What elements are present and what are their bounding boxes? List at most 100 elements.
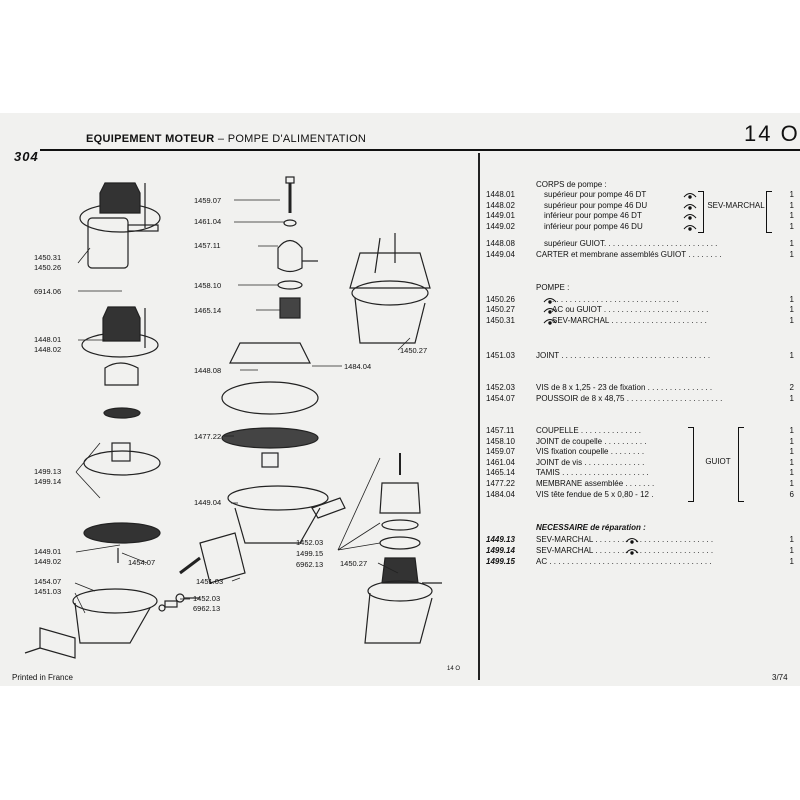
pump-assembly-top-left	[79, 182, 161, 269]
part-desc: TAMIS . . . . . . . . . . . . . . . . . …	[536, 468, 649, 477]
part-qty: 1	[789, 468, 794, 477]
part-desc: SEV-MARCHAL . . . . . . . . . . . . . . …	[536, 546, 714, 555]
part-code: 1484.04	[486, 490, 515, 499]
callout: 1452.03	[193, 594, 221, 603]
model-logo: 304	[14, 149, 39, 164]
callout: 1449.01	[34, 547, 62, 556]
callout: 1484.04	[344, 362, 372, 371]
part-desc: JOINT de coupelle . . . . . . . . . .	[536, 437, 647, 446]
part-desc: AC ou GUIOT . . . . . . . . . . . . . . …	[552, 305, 709, 314]
page-title: EQUIPEMENT MOTEUR – POMPE D'ALIMENTATION	[86, 133, 366, 145]
part-desc: JOINT . . . . . . . . . . . . . . . . . …	[536, 351, 711, 360]
callout: 1448.01	[34, 335, 62, 344]
part-qty: 1	[789, 190, 794, 199]
part-desc: supérieur pour pompe 46 DU	[544, 201, 648, 210]
callout: 1499.15	[296, 549, 324, 558]
part-code: 1449.02	[486, 222, 515, 231]
part-code: 1450.26	[486, 295, 515, 304]
part-qty: 1	[789, 479, 794, 488]
part-code: 1449.13	[486, 535, 515, 544]
callout: 1450.27	[400, 346, 428, 355]
part-code: 1477.22	[486, 479, 515, 488]
list-item: 1448.08 supérieur GUIOT. . . . . . . . . …	[486, 239, 796, 249]
part-qty: 1	[789, 351, 794, 360]
part-qty: 1	[789, 295, 794, 304]
part-qty: 1	[789, 305, 794, 314]
list-item: 1484.04 VIS tête fendue de 5 x 0,80 - 12 …	[486, 490, 796, 500]
callout: 6962.13	[193, 604, 221, 613]
part-desc: COUPELLE . . . . . . . . . . . . . .	[536, 426, 641, 435]
list-item: 1449.13 SEV-MARCHAL . . . . . . . . . . .…	[486, 535, 796, 545]
part-qty: 1	[789, 239, 794, 248]
callout: 1461.04	[194, 217, 222, 226]
part-qty: 1	[789, 250, 794, 259]
part-desc: JOINT de vis . . . . . . . . . . . . . .	[536, 458, 645, 467]
callout: 1449.02	[34, 557, 62, 566]
part-qty: 1	[789, 437, 794, 446]
list-item: 1477.22 MEMBRANE assemblée . . . . . . . 1	[486, 479, 796, 489]
part-qty: 1	[789, 201, 794, 210]
part-desc: CARTER et membrane assemblés GUIOT . . .…	[536, 250, 722, 259]
callout: 1465.14	[194, 306, 222, 315]
bracket	[698, 191, 704, 233]
part-qty: 1	[789, 394, 794, 403]
list-item: 1449.01 inférieur pour pompe 46 DT 1	[486, 211, 796, 221]
list-item: 1448.02 supérieur pour pompe 46 DU 1	[486, 201, 796, 211]
part-code: 1499.15	[486, 557, 515, 566]
bracket	[766, 191, 772, 233]
list-item: 1450.26 . . . . . . . . . . . . . . . . .…	[486, 295, 796, 305]
callout: 1458.10	[194, 281, 222, 290]
section-corps: CORPS de pompe :	[536, 180, 607, 189]
part-qty: 2	[789, 383, 794, 392]
part-code: 1448.02	[486, 201, 515, 210]
group-guiot: GUIOT	[705, 457, 731, 466]
part-desc: SEV-MARCHAL . . . . . . . . . . . . . . …	[536, 535, 714, 544]
part-desc: VIS tête fendue de 5 x 0,80 - 12 .	[536, 490, 654, 499]
part-desc: supérieur pour pompe 46 DT	[544, 190, 647, 199]
part-desc: supérieur GUIOT. . . . . . . . . . . . .…	[544, 239, 718, 248]
callout: 1448.08	[194, 366, 222, 375]
part-qty: 1	[789, 316, 794, 325]
part-code: 1449.01	[486, 211, 515, 220]
part-qty: 1	[789, 211, 794, 220]
list-item: 1450.31 SEV-MARCHAL . . . . . . . . . . .…	[486, 316, 796, 326]
part-code: 1454.07	[486, 394, 515, 403]
part-qty: 1	[789, 447, 794, 456]
callout: 1499.14	[34, 477, 62, 486]
pump-assembly-right	[349, 233, 442, 644]
part-code: 1449.04	[486, 250, 515, 259]
diaphragm-stack-left	[83, 362, 161, 563]
part-desc: . . . . . . . . . . . . . . . . . . . . …	[552, 295, 679, 304]
footer-page-code: 14 O	[447, 666, 461, 672]
title-rest: – POMPE D'ALIMENTATION	[214, 133, 367, 145]
part-qty: 1	[789, 535, 794, 544]
part-code: 1458.10	[486, 437, 515, 446]
callout: 1499.13	[34, 467, 62, 476]
footer-date: 3/74	[772, 673, 788, 682]
part-desc: inférieur pour pompe 46 DT	[544, 211, 642, 220]
callout: 1457.11	[194, 241, 221, 250]
header-rule	[40, 149, 800, 151]
part-qty: 1	[789, 557, 794, 566]
list-item: 1448.01 supérieur pour pompe 46 DT 1	[486, 190, 796, 200]
part-desc: VIS de 8 x 1,25 - 23 de fixation . . . .…	[536, 383, 713, 392]
part-desc: SEV-MARCHAL . . . . . . . . . . . . . . …	[552, 316, 707, 325]
callout: 1450.26	[34, 263, 62, 272]
part-desc: MEMBRANE assemblée . . . . . . .	[536, 479, 655, 488]
callout: 6962.13	[296, 560, 324, 569]
part-desc: inférieur pour pompe 46 DU	[544, 222, 643, 231]
footer-printed: Printed in France	[12, 673, 73, 682]
callout: 1451.03	[34, 587, 62, 596]
callout: 1449.04	[194, 498, 222, 507]
part-code: 1448.01	[486, 190, 515, 199]
part-code: 1448.08	[486, 239, 515, 248]
part-code: 1450.31	[486, 316, 515, 325]
